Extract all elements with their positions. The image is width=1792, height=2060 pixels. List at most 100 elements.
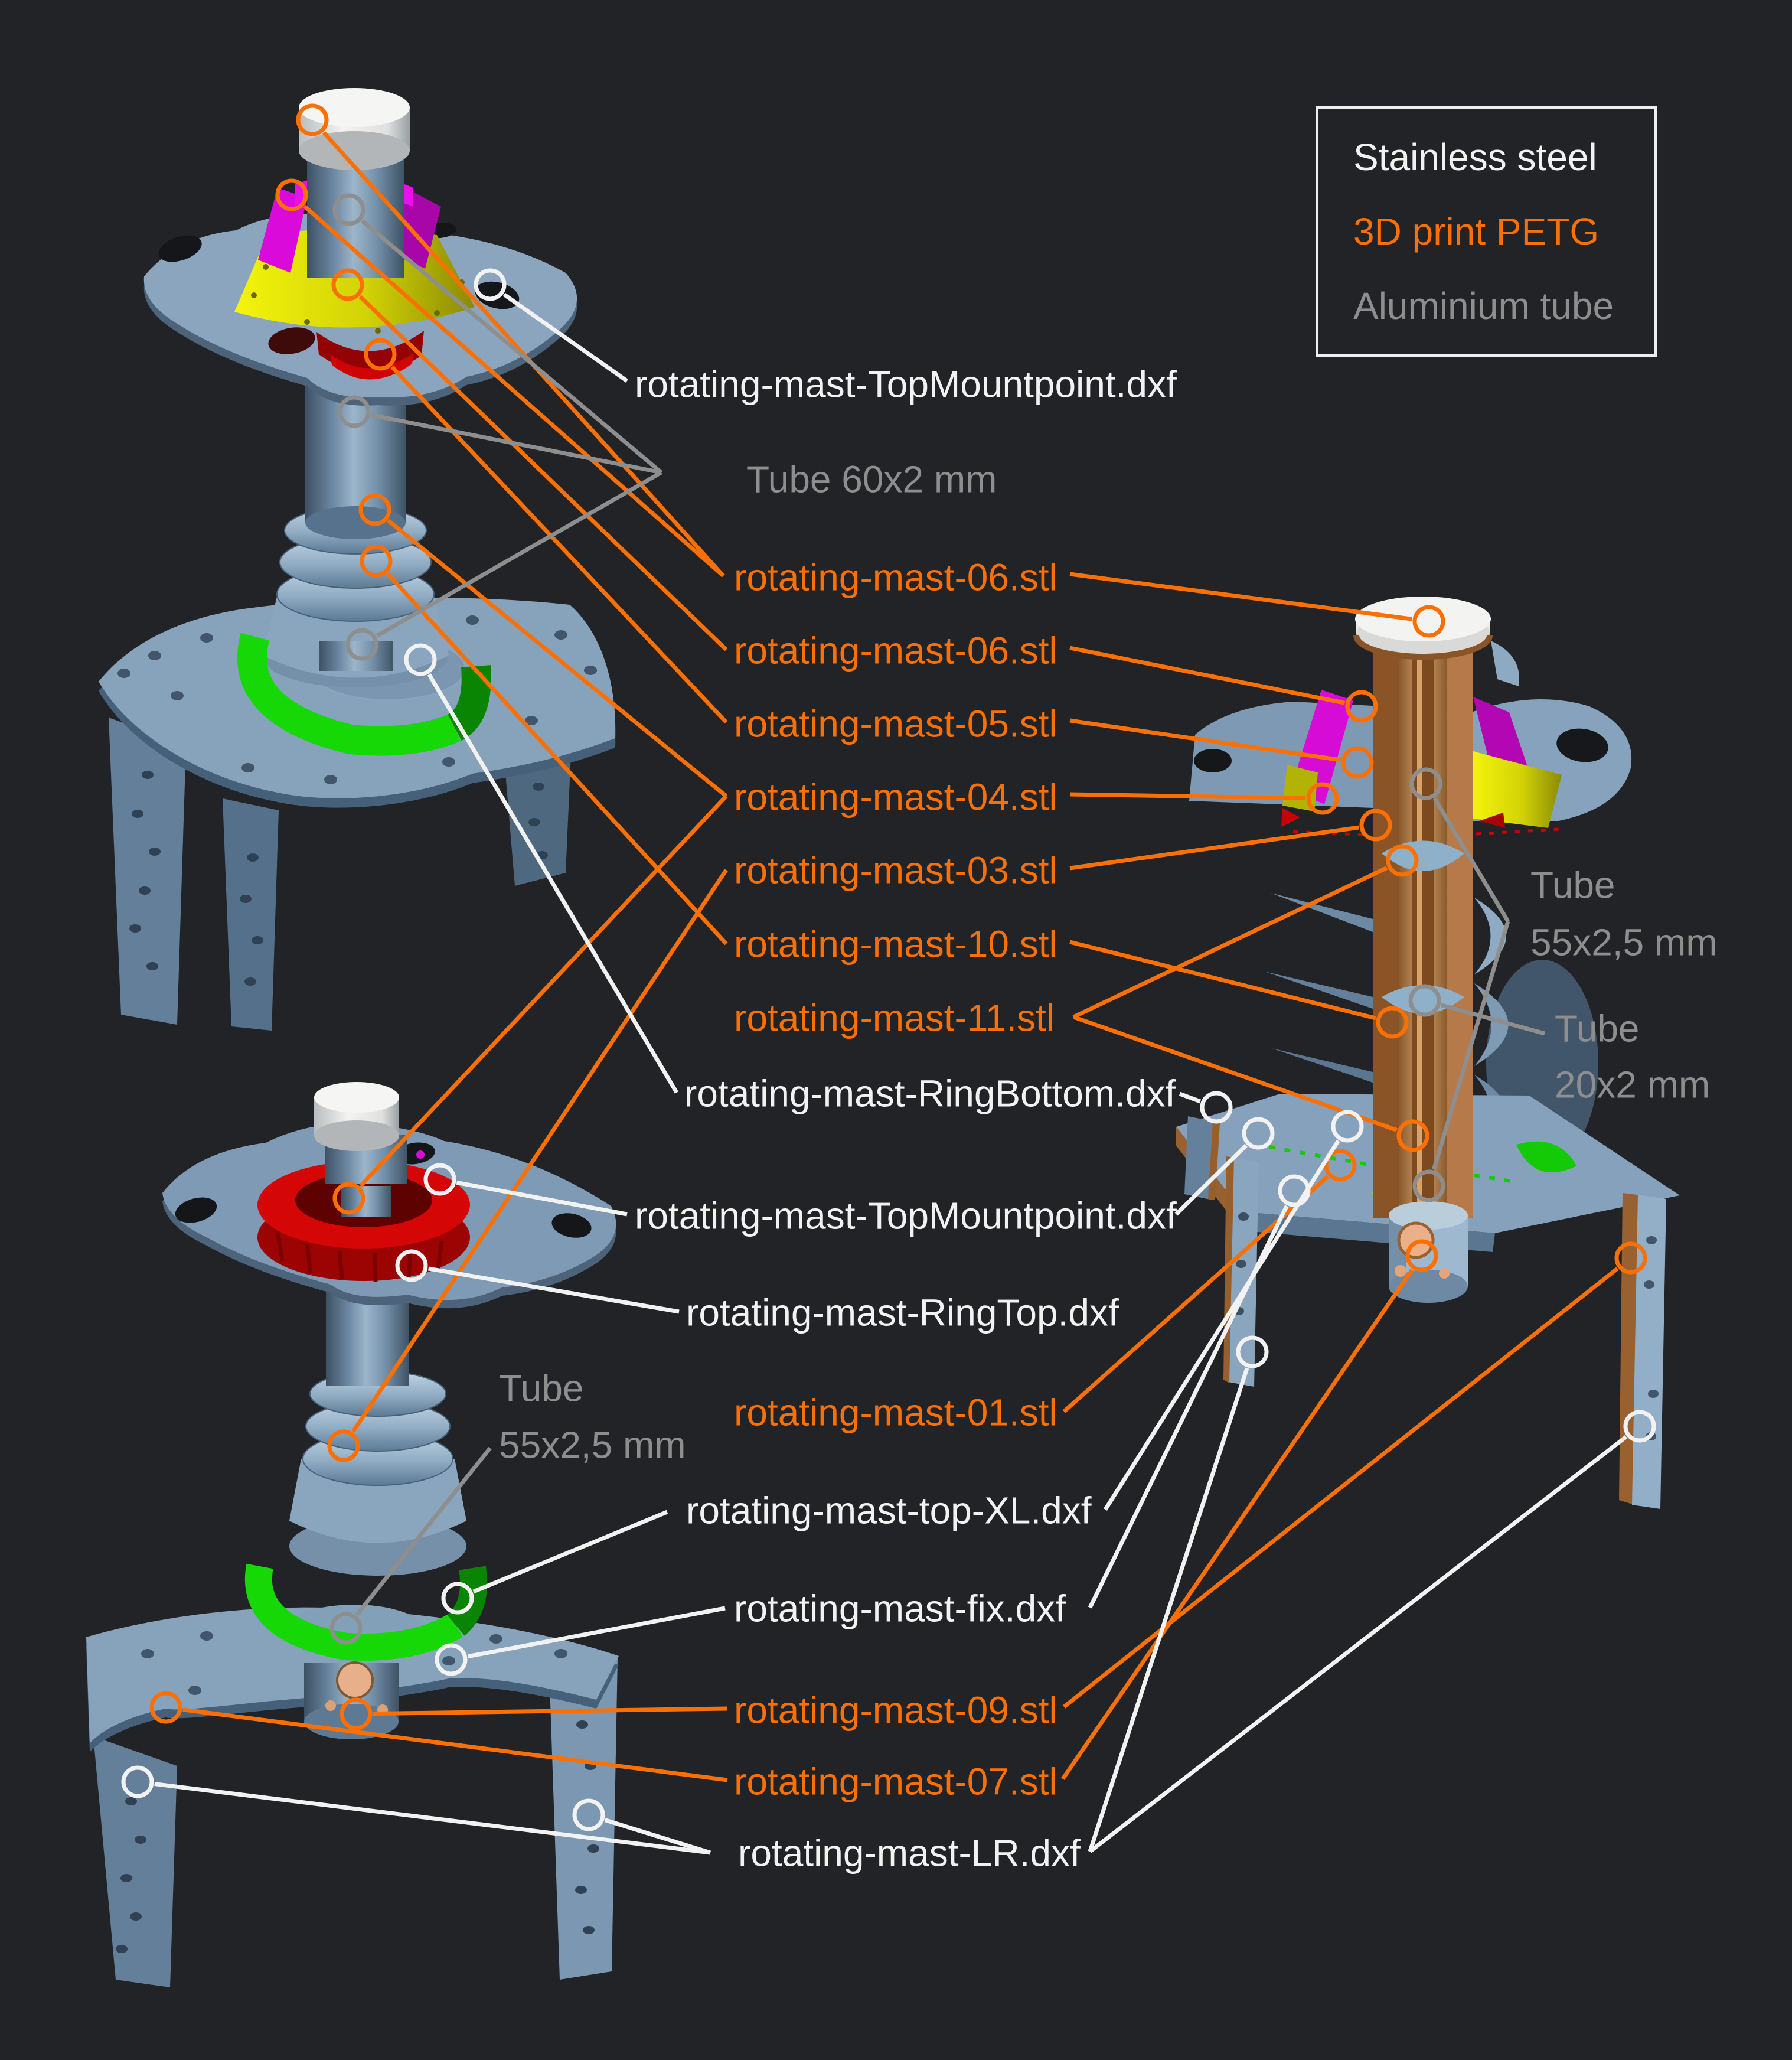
leader-circle bbox=[1623, 1410, 1656, 1443]
leader-line bbox=[386, 572, 728, 946]
leader-circle bbox=[395, 1249, 428, 1282]
leader-circle bbox=[1376, 1006, 1409, 1039]
base-holes bbox=[117, 615, 597, 784]
leader-line bbox=[456, 1180, 628, 1217]
leader-line bbox=[390, 365, 728, 724]
part-label-16: rotating-mast-fix.dxf bbox=[734, 1587, 1066, 1630]
leader-circle bbox=[1396, 1119, 1429, 1152]
leader-circle bbox=[435, 1643, 468, 1676]
ring-bottom-green bbox=[244, 1563, 463, 1661]
leader-line bbox=[373, 1706, 728, 1716]
part-label-19: rotating-mast-LR.dxf bbox=[738, 1831, 1081, 1875]
leader-circle bbox=[1614, 1241, 1647, 1275]
leader-circle bbox=[423, 1163, 456, 1196]
leader-line bbox=[1062, 1267, 1619, 1709]
leader-line bbox=[1061, 1268, 1414, 1780]
part-label-5: rotating-mast-04.stl bbox=[734, 775, 1057, 819]
leader-circle bbox=[441, 1582, 474, 1615]
base-leg bbox=[504, 739, 572, 886]
leader-line bbox=[502, 292, 629, 383]
leader-line bbox=[1174, 1143, 1248, 1216]
ring-bottom-green bbox=[237, 633, 461, 756]
leader-circle bbox=[358, 493, 391, 526]
part-label-10: rotating-mast-TopMountpoint.dxf bbox=[635, 1194, 1177, 1237]
leader-circle bbox=[474, 268, 507, 301]
part-label-20: Tube bbox=[1530, 863, 1615, 907]
part-label-9: rotating-mast-RingBottom.dxf bbox=[684, 1072, 1176, 1115]
leader-circle bbox=[1200, 1091, 1233, 1124]
leader-line bbox=[1441, 1003, 1545, 1036]
tube-cut-wall bbox=[1373, 614, 1399, 1218]
leader-line bbox=[376, 470, 662, 638]
leader-line bbox=[355, 1446, 492, 1616]
leader-circle bbox=[364, 338, 397, 371]
leader-line bbox=[303, 204, 725, 578]
leader-line bbox=[1069, 825, 1359, 871]
leader-circle bbox=[121, 1765, 154, 1798]
leader-line bbox=[360, 219, 663, 474]
base-leg bbox=[109, 718, 186, 1025]
leader-circle bbox=[1405, 1239, 1438, 1272]
leader-line bbox=[1069, 646, 1346, 705]
leader-line bbox=[1072, 866, 1388, 1019]
leader-circle bbox=[1324, 1149, 1357, 1182]
part-label-15: rotating-mast-top-XL.dxf bbox=[686, 1489, 1092, 1532]
legend-item-stainless-steel: Stainless steel bbox=[1353, 136, 1597, 178]
leg-holes bbox=[129, 771, 548, 986]
leader-circle bbox=[340, 1697, 373, 1730]
part-label-4: rotating-mast-05.stl bbox=[734, 702, 1057, 745]
part-label-23: 20x2 mm bbox=[1555, 1063, 1711, 1106]
leader-circle bbox=[404, 643, 437, 676]
cone-rivets bbox=[251, 264, 465, 334]
leader-circle bbox=[275, 178, 308, 211]
leader-circle bbox=[1359, 809, 1392, 842]
leader-line bbox=[427, 673, 679, 1094]
part-label-22: Tube bbox=[1555, 1007, 1640, 1050]
leader-circle bbox=[332, 1182, 365, 1215]
leader-circle bbox=[1412, 1169, 1445, 1202]
leg-holes bbox=[1644, 1236, 1659, 1440]
part-label-2: rotating-mast-06.stl bbox=[734, 556, 1057, 599]
leader-line bbox=[370, 413, 662, 475]
leader-circle bbox=[1386, 844, 1419, 877]
leader-line bbox=[1088, 1435, 1628, 1853]
leader-line bbox=[1431, 920, 1510, 1171]
part-label-14: 55x2,5 mm bbox=[499, 1423, 686, 1466]
leader-line bbox=[359, 794, 728, 1188]
part-label-6: rotating-mast-03.stl bbox=[734, 849, 1057, 892]
yellow-cone-cut bbox=[1473, 751, 1562, 828]
leader-circle bbox=[1345, 690, 1378, 723]
leader-circle bbox=[338, 395, 371, 428]
leader-circle bbox=[1331, 1110, 1364, 1143]
part-label-18: rotating-mast-07.stl bbox=[734, 1760, 1057, 1803]
leader-circle bbox=[296, 103, 329, 136]
leader-circle bbox=[345, 628, 378, 661]
leader-line bbox=[1432, 797, 1510, 923]
leader-circle bbox=[1242, 1117, 1275, 1150]
green-part bbox=[1516, 1141, 1576, 1173]
leader-line bbox=[472, 1510, 668, 1594]
leader-circle bbox=[1341, 746, 1374, 779]
leader-circle bbox=[327, 1429, 360, 1462]
leader-circle bbox=[329, 1612, 363, 1645]
leader-line bbox=[1088, 1367, 1249, 1853]
part-label-21: 55x2,5 mm bbox=[1530, 921, 1718, 964]
leader-line bbox=[1069, 572, 1412, 621]
inner-tube-cut bbox=[1412, 644, 1434, 1218]
leader-line bbox=[1069, 940, 1376, 1021]
part-label-11: rotating-mast-RingTop.dxf bbox=[686, 1291, 1119, 1334]
part-label-13: Tube bbox=[499, 1367, 584, 1410]
leader-circle bbox=[1306, 782, 1339, 815]
model-mast-cross-section bbox=[1176, 597, 1680, 1509]
base-leg bbox=[549, 1658, 618, 1980]
leader-circle bbox=[1236, 1335, 1269, 1368]
base-leg bbox=[1226, 1156, 1259, 1387]
leader-line bbox=[1179, 1091, 1202, 1104]
leader-line bbox=[351, 869, 728, 1433]
leader-line bbox=[427, 1266, 680, 1314]
leader-line bbox=[1088, 1205, 1289, 1609]
leader-circle bbox=[332, 193, 365, 226]
base-leg bbox=[223, 798, 279, 1031]
leader-line bbox=[387, 519, 728, 798]
leader-circle bbox=[1408, 984, 1441, 1017]
